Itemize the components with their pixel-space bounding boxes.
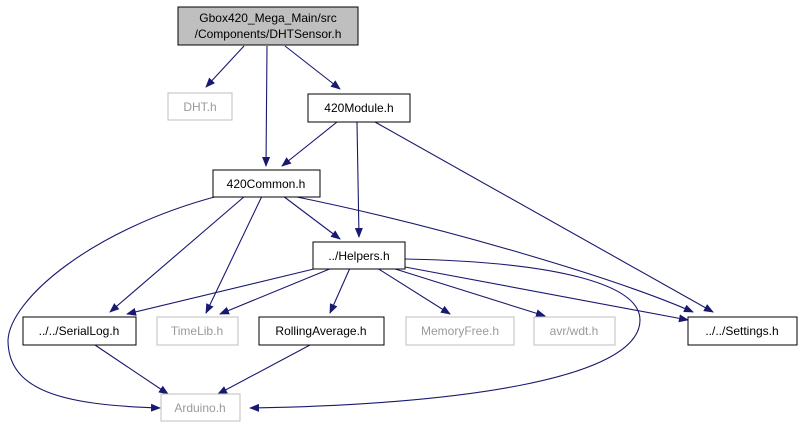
node-label: ../../SerialLog.h: [39, 324, 120, 338]
node-dht-h[interactable]: DHT.h: [167, 92, 233, 121]
edge-420module-to-420common: [281, 121, 338, 167]
node-timelib-h[interactable]: TimeLib.h: [156, 316, 239, 346]
node-label: MemoryFree.h: [421, 324, 499, 338]
edge-420common-to-arduino: [7, 195, 219, 412]
node-memoryfree-h[interactable]: MemoryFree.h: [405, 316, 515, 346]
node-label: DHT.h: [183, 100, 216, 114]
edge-420common-to-helpers: [282, 195, 341, 240]
edge-helpers-to-memfree: [376, 267, 451, 315]
edge-root-to-420module: [284, 45, 341, 90]
node-helpers-h[interactable]: ../Helpers.h: [312, 241, 406, 270]
edge-420common-to-seriallog: [109, 195, 246, 313]
edge-420common-to-timelib: [205, 195, 263, 314]
edge-seriallog-to-arduino: [94, 344, 169, 395]
edge-420module-to-helpers: [354, 121, 363, 238]
edge-helpers-to-arduino: [249, 258, 641, 412]
node-label: Arduino.h: [174, 401, 225, 415]
edge-helpers-to-avrwdt: [391, 267, 546, 318]
node-avr-wdt-h[interactable]: avr/wdt.h: [533, 316, 616, 346]
edge-420common-to-settings: [291, 195, 694, 313]
node-label: ../Helpers.h: [328, 249, 389, 263]
edge-helpers-to-rollingavg: [329, 267, 351, 314]
node-settings-h[interactable]: ../../Settings.h: [687, 316, 798, 346]
node-arduino-h[interactable]: Arduino.h: [160, 393, 241, 422]
edge-rollingavg-to-arduino: [217, 344, 311, 395]
node-label: 420Module.h: [324, 101, 393, 115]
node-label: ../../Settings.h: [705, 324, 778, 338]
edge-helpers-to-settings: [404, 266, 689, 323]
node-420common-h[interactable]: 420Common.h: [212, 169, 321, 198]
node-label: TimeLib.h: [171, 324, 223, 338]
node-label-line1: Gbox420_Mega_Main/src: [199, 11, 336, 25]
edge-helpers-to-timelib: [219, 267, 333, 315]
edge-420module-to-settings: [374, 121, 714, 313]
node-label: 420Common.h: [227, 177, 306, 191]
edges: [7, 45, 714, 412]
node-label-line2: /Components/DHTSensor.h: [195, 27, 342, 41]
node-seriallog-h[interactable]: ../../SerialLog.h: [22, 316, 137, 346]
edge-helpers-to-seriallog: [126, 267, 319, 316]
edge-root-to-dht: [205, 45, 245, 88]
edge-root-to-420common: [262, 45, 271, 167]
node-dhtsensor-h[interactable]: Gbox420_Mega_Main/src /Components/DHTSen…: [177, 6, 359, 46]
node-label: avr/wdt.h: [550, 324, 599, 338]
node-rollingaverage-h[interactable]: RollingAverage.h: [258, 316, 385, 346]
node-label: RollingAverage.h: [275, 324, 366, 338]
node-420module-h[interactable]: 420Module.h: [307, 93, 411, 123]
